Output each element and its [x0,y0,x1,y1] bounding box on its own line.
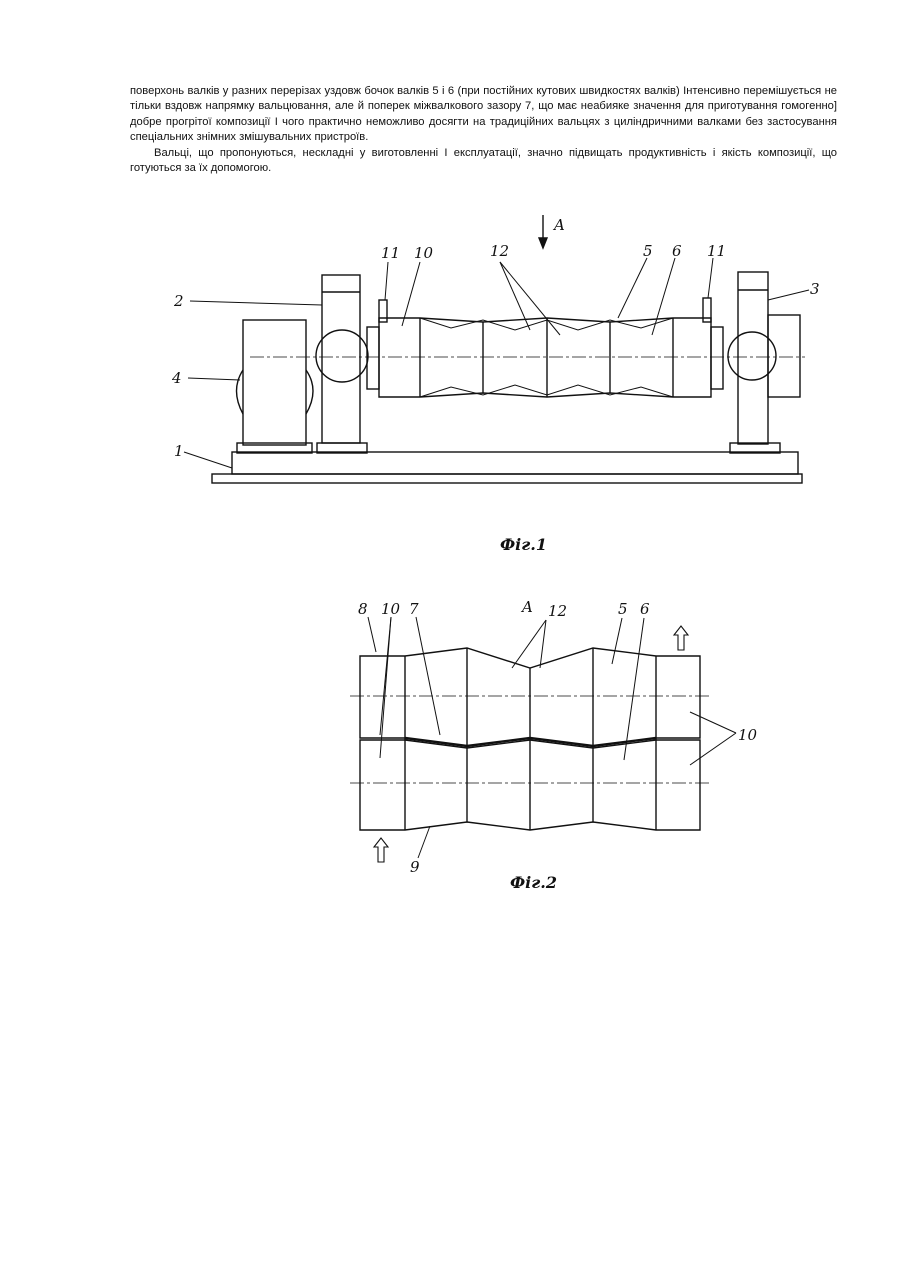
leader-5 [612,618,622,664]
right-journal [711,327,723,389]
leader-3 [768,290,809,300]
part-label-10b: 10 [738,726,758,744]
leader-11-right [708,258,713,298]
part-label-3: 3 [810,280,820,298]
part-label-4: 4 [171,369,182,387]
leader-7 [416,617,440,735]
part-label-6: 6 [672,242,682,260]
right-end-cap [768,315,800,397]
right-bearing [728,332,776,380]
left-journal [367,327,379,389]
view-label-a: A [552,216,565,234]
view-arrow-head [539,238,547,248]
up-arrow-icon [374,838,388,862]
base-frame [232,452,798,474]
figure-2 [350,617,736,862]
part-label-8: 8 [358,600,368,618]
part-label-9: 9 [410,858,420,876]
part-label-5: 5 [643,242,653,260]
part-label-12: 12 [490,242,509,260]
part-label-12: 12 [548,602,567,620]
figure-1-caption: Фіг.1 [500,535,547,554]
part-label-5: 5 [618,600,628,618]
leader-6 [652,258,675,335]
leader-5 [618,258,647,318]
leader-4 [188,378,240,380]
figure-2-caption: Фіг.2 [510,873,557,892]
part-label-11-right: 11 [707,242,726,260]
part-label-11-left: 11 [381,244,400,262]
leader-8 [368,617,376,652]
leader-10b [380,617,391,758]
leader-2 [190,301,322,305]
leader-10c [690,712,736,733]
part-label-6: 6 [640,600,650,618]
right-stand [738,272,768,444]
motor-cover [237,370,244,414]
leader-1 [184,452,232,468]
motor-housing [243,320,306,445]
leader-12b [500,262,560,335]
part-label-10a: 10 [381,600,401,618]
up-arrow-icon [674,626,688,650]
leader-10 [402,262,420,326]
part-label-1: 1 [174,442,184,460]
part-label-2: 2 [173,292,184,310]
part-label-10: 10 [414,244,434,262]
leader-11-left [385,262,388,300]
roll-body [379,318,711,397]
motor-cover-right [306,370,313,414]
view-label-a-2: A [520,598,533,616]
left-stand [322,275,360,443]
part-label-7: 7 [409,600,419,618]
base-plate [212,474,802,483]
leader-9 [418,826,430,858]
